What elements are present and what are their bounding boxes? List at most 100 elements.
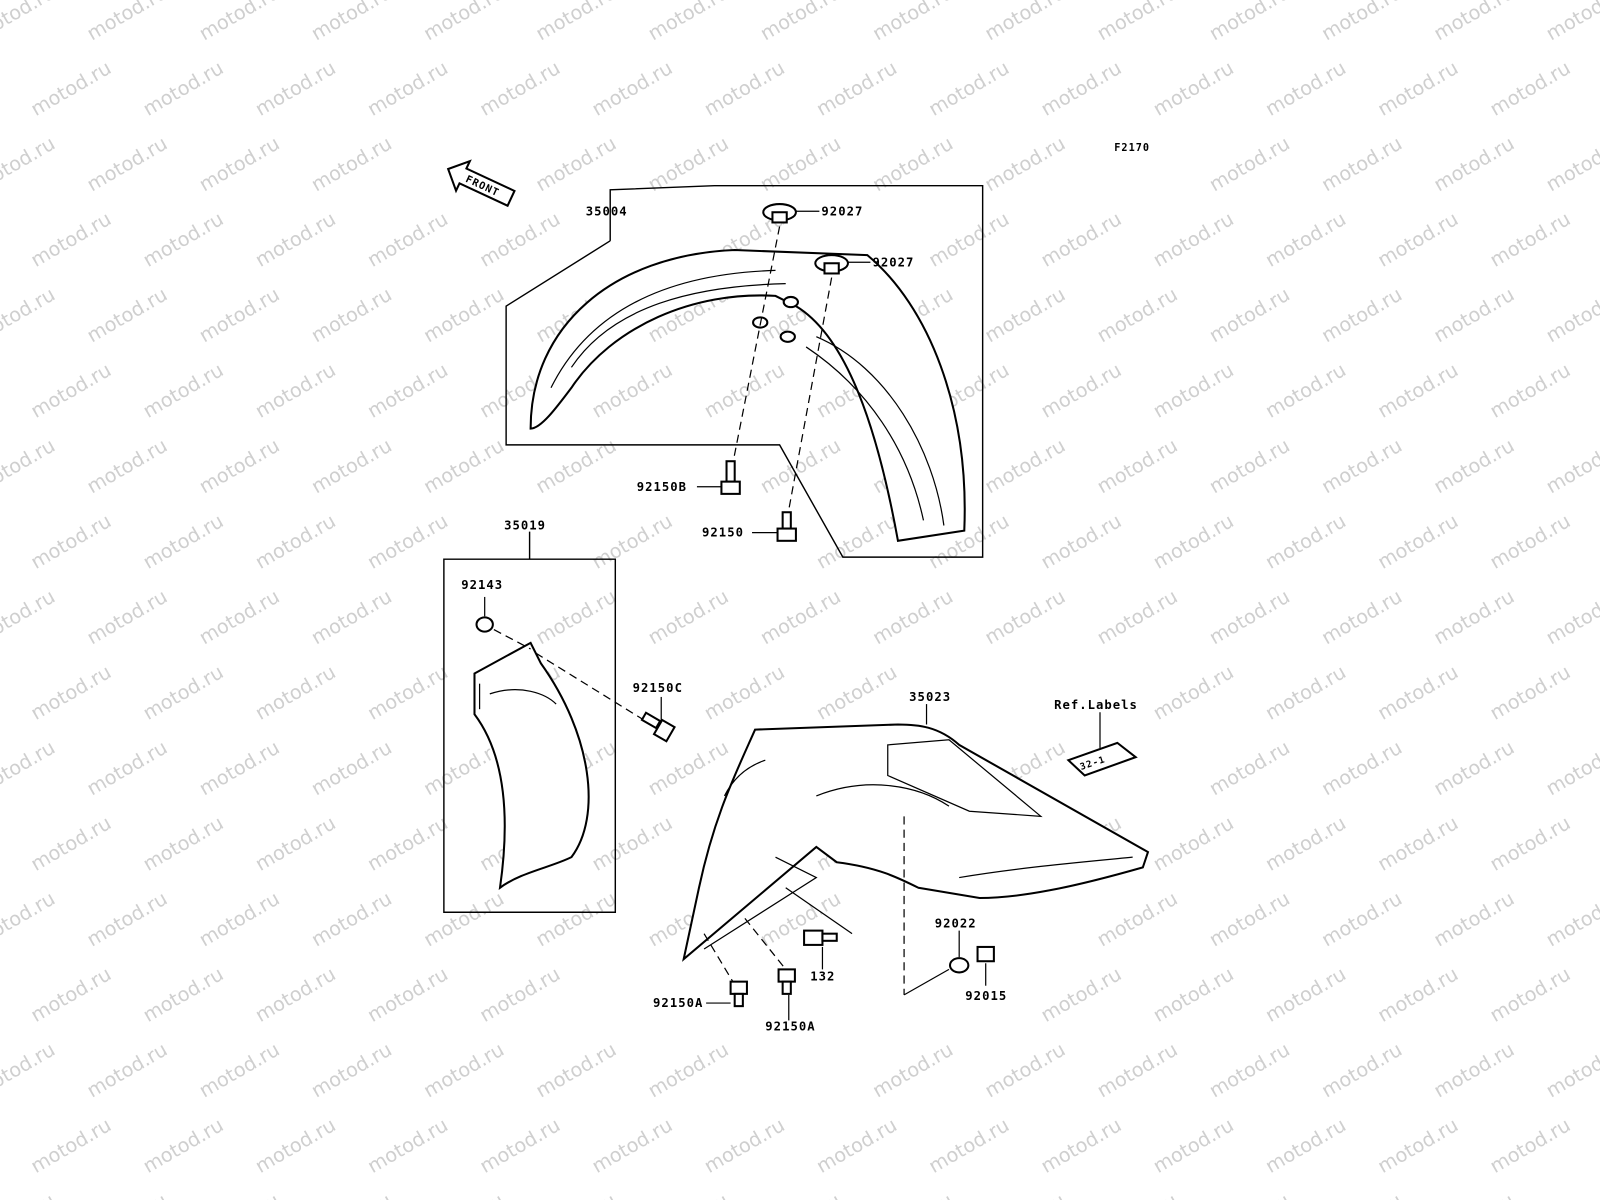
- watermark-text: motod.ru: [1374, 962, 1462, 1026]
- bolt-92150A-1: [729, 980, 748, 1008]
- watermark-text: motod.ru: [532, 132, 620, 196]
- label-35019: 35019: [504, 519, 546, 533]
- watermark-text: motod.ru: [139, 56, 227, 120]
- watermark-text: motod.ru: [588, 811, 676, 875]
- watermark-text: motod.ru: [1093, 0, 1181, 45]
- watermark-text: motod.ru: [981, 585, 1069, 649]
- watermark-text: motod.ru: [1205, 1038, 1293, 1102]
- watermark-text: motod.ru: [1430, 1038, 1518, 1102]
- watermark-text: motod.ru: [1318, 887, 1406, 951]
- watermark-text: motod.ru: [251, 660, 339, 724]
- watermark-text: motod.ru: [307, 887, 395, 951]
- watermark-text: motod.ru: [307, 1038, 395, 1102]
- watermark-text: motod.ru: [0, 0, 59, 45]
- watermark-text: motod.ru: [1486, 962, 1574, 1026]
- watermark-text: motod.ru: [251, 56, 339, 120]
- watermark-text: motod.ru: [27, 509, 115, 573]
- watermark-text: motod.ru: [139, 811, 227, 875]
- watermark-text: motod.ru: [756, 0, 844, 45]
- watermark-text: motod.ru: [476, 207, 564, 271]
- label-92022: 92022: [935, 917, 977, 931]
- watermark-text: motod.ru: [195, 132, 283, 196]
- watermark-text: motod.ru: [0, 283, 59, 347]
- watermark-text: motod.ru: [1486, 207, 1574, 271]
- watermark-text: motod.ru: [1205, 887, 1293, 951]
- watermark-text: motod.ru: [1430, 132, 1518, 196]
- watermark-text: motod.ru: [1261, 1113, 1349, 1177]
- watermark-text: motod.ru: [1374, 811, 1462, 875]
- watermark-text: motod.ru: [588, 358, 676, 422]
- watermark-text: motod.ru: [981, 1038, 1069, 1102]
- watermark-text: motod.ru: [644, 1038, 732, 1102]
- watermark-text: motod.ru: [363, 962, 451, 1026]
- watermark-text: motod.ru: [981, 283, 1069, 347]
- watermark-text: motod.ru: [1093, 887, 1181, 951]
- front-fender: [529, 248, 966, 542]
- ref-label-sticker: 32-1: [1066, 741, 1138, 777]
- label-92143: 92143: [461, 578, 503, 592]
- watermark-text: motod.ru: [251, 207, 339, 271]
- watermark-text: motod.ru: [1486, 1113, 1574, 1177]
- watermark-text: motod.ru: [1149, 56, 1237, 120]
- watermark-text: motod.ru: [644, 0, 732, 45]
- watermark-text: motod.ru: [420, 434, 508, 498]
- watermark-text: motod.ru: [1261, 660, 1349, 724]
- watermark-text: motod.ru: [27, 207, 115, 271]
- watermark-text: motod.ru: [1261, 962, 1349, 1026]
- watermark-text: motod.ru: [195, 736, 283, 800]
- watermark-text: motod.ru: [588, 56, 676, 120]
- watermark-text: motod.ru: [83, 1189, 171, 1200]
- washer-92022: [948, 957, 970, 974]
- watermark-text: motod.ru: [756, 1189, 844, 1200]
- watermark-text: motod.ru: [812, 509, 900, 573]
- watermark-text: motod.ru: [1261, 509, 1349, 573]
- grommet-92027-b: [814, 254, 849, 275]
- watermark-text: motod.ru: [27, 962, 115, 1026]
- watermark-text: motod.ru: [532, 585, 620, 649]
- watermark-text: motod.ru: [756, 585, 844, 649]
- watermark-text: motod.ru: [1430, 887, 1518, 951]
- watermark-text: motod.ru: [195, 1038, 283, 1102]
- watermark-text: motod.ru: [83, 736, 171, 800]
- watermark-text: motod.ru: [251, 962, 339, 1026]
- watermark-text: motod.ru: [363, 811, 451, 875]
- cover-frame: [443, 531, 617, 913]
- watermark-text: motod.ru: [700, 660, 788, 724]
- watermark-text: motod.ru: [83, 585, 171, 649]
- watermark-text: motod.ru: [1430, 585, 1518, 649]
- watermark-text: motod.ru: [251, 509, 339, 573]
- front-arrow-icon: FRONT: [446, 159, 516, 208]
- watermark-text: motod.ru: [1149, 1113, 1237, 1177]
- watermark-text: motod.ru: [1542, 736, 1600, 800]
- watermark-text: motod.ru: [1486, 56, 1574, 120]
- label-92027-a: 92027: [821, 204, 863, 218]
- watermark-text: motod.ru: [532, 0, 620, 45]
- watermark-text: motod.ru: [1542, 434, 1600, 498]
- bolt-132: [803, 929, 838, 946]
- label-92150: 92150: [702, 526, 744, 540]
- watermark-text: motod.ru: [1149, 207, 1237, 271]
- watermark-text: motod.ru: [869, 1038, 957, 1102]
- watermark-text: motod.ru: [0, 736, 59, 800]
- watermark-text: motod.ru: [0, 887, 59, 951]
- watermark-text: motod.ru: [476, 962, 564, 1026]
- watermark-text: motod.ru: [1261, 207, 1349, 271]
- watermark-text: motod.ru: [139, 207, 227, 271]
- watermark-text: motod.ru: [195, 887, 283, 951]
- watermark-text: motod.ru: [1430, 283, 1518, 347]
- watermark-text: motod.ru: [307, 1189, 395, 1200]
- watermark-text: motod.ru: [588, 509, 676, 573]
- watermark-text: motod.ru: [83, 132, 171, 196]
- watermark-text: motod.ru: [83, 283, 171, 347]
- watermark-text: motod.ru: [1037, 962, 1125, 1026]
- watermark-text: motod.ru: [139, 660, 227, 724]
- watermark-text: motod.ru: [1261, 358, 1349, 422]
- watermark-text: motod.ru: [1430, 736, 1518, 800]
- watermark-text: motod.ru: [1318, 132, 1406, 196]
- watermark-text: motod.ru: [1037, 207, 1125, 271]
- watermark-text: motod.ru: [1261, 811, 1349, 875]
- watermark-text: motod.ru: [1093, 585, 1181, 649]
- watermark-text: motod.ru: [644, 736, 732, 800]
- watermark-text: motod.ru: [476, 56, 564, 120]
